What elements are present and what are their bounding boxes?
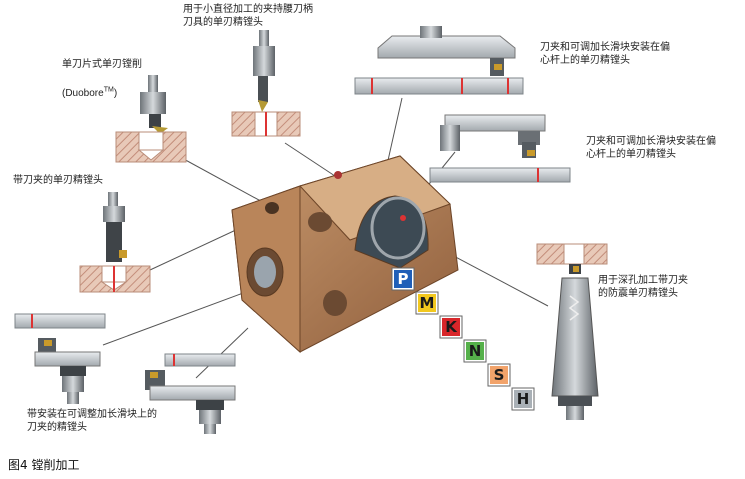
material-letter: M (420, 294, 435, 312)
material-badge-k: K (439, 315, 463, 339)
material-letter: H (517, 390, 530, 408)
slide-head-illustration-2 (145, 353, 236, 434)
duobore-close: ) (113, 88, 118, 100)
material-badge-m: M (415, 291, 439, 315)
material-letter: S (494, 366, 505, 384)
label-small-diameter-head: 用于小直径加工的夹持腰刀柄 刀具的单刃精镗头 (183, 4, 313, 28)
cartridge-head-illustration (79, 192, 151, 293)
small-diameter-tool-illustration (231, 30, 301, 137)
material-badge-p: P (391, 267, 415, 291)
deep-hole-head-illustration (536, 243, 608, 420)
material-letter: P (398, 270, 409, 288)
leader-lines (102, 97, 549, 379)
eccentric-head-illustration-2 (429, 114, 571, 183)
material-letter: K (445, 318, 458, 336)
figure-caption: 图4 镗削加工 (8, 458, 80, 472)
label-duobore-head: 单刀片式单刃镗削 (DuoboreTM) (62, 45, 142, 100)
duobore-name: (Duobore (62, 88, 104, 100)
label-cartridge-head: 带刀夹的单刃精镗头 (13, 175, 103, 186)
label-deep-hole-head: 用于深孔加工带刀夹 的防震单刃精镗头 (598, 275, 688, 299)
duobore-title: 单刀片式单刃镗削 (62, 59, 142, 70)
eccentric-head-illustration-1 (354, 26, 524, 95)
slide-head-illustration-1 (14, 313, 106, 404)
material-badge-n: N (463, 339, 487, 363)
material-badge-s: S (487, 363, 511, 387)
label-eccentric-head-1: 刀夹和可调加长滑块安装在偏 心杆上的单刃精镗头 (540, 42, 670, 66)
duobore-tool-illustration (115, 75, 187, 163)
material-letter: N (469, 342, 482, 360)
material-badge-h: H (511, 387, 535, 411)
workpiece-block (231, 155, 459, 354)
duobore-tm: TM (103, 87, 114, 94)
label-slide-head: 带安装在可调整加长滑块上的 刀夹的精镗头 (27, 409, 157, 433)
label-eccentric-head-2: 刀夹和可调加长滑块安装在偏 心杆上的单刃精镗头 (586, 136, 716, 160)
